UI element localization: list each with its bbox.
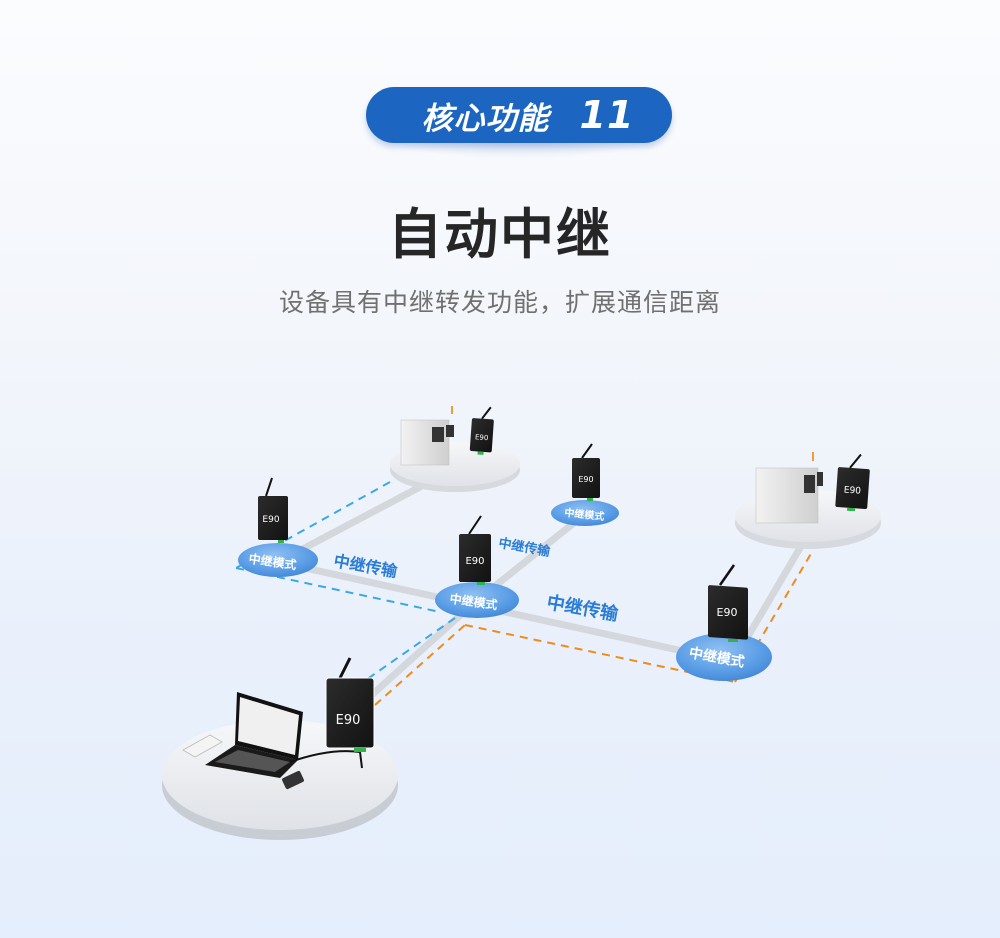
device-model-label: E90	[717, 606, 738, 619]
phone-icon	[282, 770, 304, 790]
device-model-label: E90	[578, 475, 593, 484]
e90-device-icon: E90	[572, 443, 600, 501]
machine-station-top: E90	[390, 406, 520, 492]
relay-mode-label: 中继模式	[248, 551, 298, 573]
machine-icon	[755, 452, 823, 524]
device-model-label: E90	[336, 713, 361, 728]
laptop-station: E90	[162, 657, 398, 840]
machine-station-right: E90	[735, 452, 881, 549]
badge-pill: 核心功能 11	[366, 87, 672, 143]
relay-node-left: 中继模式 E90	[238, 477, 318, 577]
e90-device-icon: E90	[258, 477, 288, 543]
link-label-center-topright: 中继传输	[497, 535, 552, 560]
relay-node-right: 中继模式 E90	[676, 564, 772, 681]
relay-mode-label: 中继模式	[564, 506, 605, 523]
e90-device-icon: E90	[325, 657, 375, 752]
machine-icon	[400, 406, 454, 466]
device-model-label: E90	[843, 485, 861, 496]
page-title: 自动中继	[388, 203, 612, 266]
tablet-icon	[182, 734, 223, 758]
e90-device-icon: E90	[469, 406, 494, 455]
badge-number: 11	[579, 93, 635, 137]
feature-badge: 核心功能 11	[366, 87, 672, 159]
e90-device-icon: E90	[708, 564, 748, 642]
relay-node-center: 中继模式 E90	[435, 515, 519, 618]
laptop-icon	[205, 692, 303, 778]
relay-node-top-right: 中继模式 E90	[551, 443, 619, 526]
device-model-label: E90	[475, 433, 489, 442]
e90-device-icon: E90	[459, 515, 491, 585]
e90-device-icon: E90	[835, 453, 870, 512]
relay-mode-label: 中继模式	[449, 591, 499, 613]
page-subtitle: 设备具有中继转发功能，扩展通信距离	[278, 288, 721, 317]
device-model-label: E90	[465, 556, 484, 567]
badge-label: 核心功能	[421, 100, 550, 137]
device-model-label: E90	[262, 515, 279, 525]
